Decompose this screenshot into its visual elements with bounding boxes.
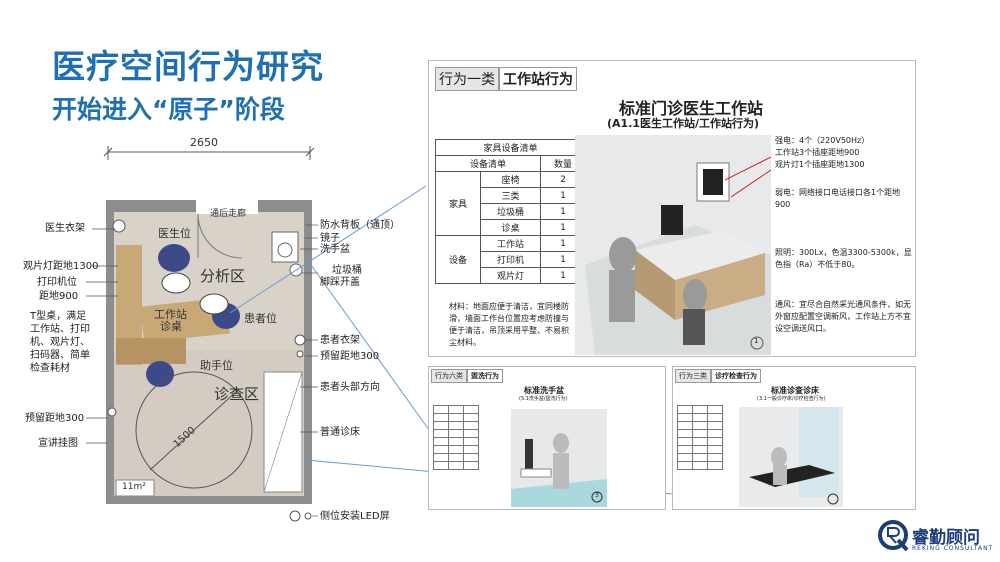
panel-subtitle: (A1.1医生工作站/工作站行为) xyxy=(607,117,760,130)
page-number: 1 xyxy=(754,337,759,345)
network-note: 弱电：网络接口电话接口各1个距地900 xyxy=(775,188,901,209)
table-cell: 座椅 xyxy=(480,171,541,188)
power-note-3: 观片灯1个插座距地1300 xyxy=(775,160,865,169)
reserve300-left-label: 预留距地300 xyxy=(25,413,85,424)
coat-rack-label: 医生衣架 xyxy=(45,223,85,234)
patient-coat-label: 患者衣架 xyxy=(320,335,360,346)
pedal-label: 脚踩开盖 xyxy=(320,277,360,288)
lighting-note: 照明：300Lx，色温3300-5300k，显色指（Ra）不低于80。 xyxy=(775,248,912,269)
workstation-render: 1 xyxy=(575,135,772,355)
panel2-title: 标准洗手盆 xyxy=(524,386,564,395)
sink-label: 洗手盆 xyxy=(320,244,350,255)
table-cell: 观片灯 xyxy=(480,267,541,284)
patient-position-label: 患者位 xyxy=(244,312,277,325)
bed-label: 普通诊床 xyxy=(320,427,360,438)
panel2-page-number: 3 xyxy=(595,492,599,499)
splash-label: 防水背板（通顶） xyxy=(320,220,400,231)
logo-subtext: REKING CONSULTANT xyxy=(912,545,994,552)
sink-panel: 行为六类盥洗行为 标准洗手盆 (5.1洗手盆/盥洗行为) 3 xyxy=(428,366,666,510)
led-label: 侧位安装LED屏 xyxy=(320,511,390,522)
board-label: 宣讲挂图 xyxy=(38,438,78,449)
panel3-name-tag: 诊疗检查行为 xyxy=(711,369,761,383)
table-header: 家具设备清单 xyxy=(435,139,586,156)
dimension-label: 2650 xyxy=(190,136,218,149)
panel2-category-tag: 行为六类 xyxy=(431,369,467,383)
table-group: 设备 xyxy=(435,235,481,284)
printer-label: 打印机位 xyxy=(37,277,77,288)
bin-label: 垃圾桶 xyxy=(332,265,362,276)
height900-label: 距地900 xyxy=(39,291,79,302)
material-note: 材料：地面应便于清洁，宜同楼防滑，墙面工作台位置应考虑防撞与便于清洁，吊顶采用平… xyxy=(449,302,569,347)
logo-mark-icon xyxy=(878,520,909,552)
panel2-name-tag: 盥洗行为 xyxy=(467,369,503,383)
workstation-panel: 行为一类工作站行为 标准门诊医生工作站 (A1.1医生工作站/工作站行为) 家具… xyxy=(428,60,916,357)
t-desk-label: T型桌，满足 工作站、打印 机、观片灯、 扫码器、简单 检查耗材 xyxy=(30,311,90,374)
mirror-label: 镜子 xyxy=(320,233,340,244)
table-group: 家具 xyxy=(435,171,481,236)
power-note: 强电：4个（220V50Hz） xyxy=(775,136,870,145)
workstation-illustration xyxy=(585,156,772,355)
table-cell: 工作站 xyxy=(480,235,541,252)
ventilation-note: 通风：宜尽合自然采光通风条件，如无外窗应配置空调新风，工作站上方不宜设空调送风口… xyxy=(775,300,911,333)
table-cell: 诊桌 xyxy=(480,219,541,236)
panel3-subtitle: (3.1一般诊疗床/诊疗检查行为) xyxy=(757,396,826,402)
doctor-position-label: 医生位 xyxy=(158,227,191,240)
table-cell: 三类 xyxy=(480,187,541,204)
panel3-table xyxy=(677,405,723,470)
panel2-render: 3 xyxy=(511,409,607,507)
exam-bed-illustration xyxy=(749,407,839,505)
assistant-position-label: 助手位 xyxy=(200,359,233,372)
panel3-render xyxy=(739,407,843,507)
page-title: 医疗空间行为研究 xyxy=(52,47,324,86)
exam-bed-panel: 行为三类诊疗检查行为 标准诊查诊床 (3.1一般诊疗床/诊疗检查行为) xyxy=(672,366,916,510)
head-direction-label: 患者头部方向 xyxy=(320,382,380,393)
table-cell: 打印机 xyxy=(480,251,541,268)
workstation-label: 工作站 xyxy=(154,308,187,321)
panel2-subtitle: (5.1洗手盆/盥洗行为) xyxy=(519,396,568,402)
panel-name-tag: 工作站行为 xyxy=(499,67,577,91)
viewer-label: 观片灯距地1300 xyxy=(23,261,99,272)
desk-label: 诊桌 xyxy=(160,320,182,333)
column-header: 设备清单 xyxy=(435,155,541,172)
panel-category-tag: 行为一类 xyxy=(435,67,499,91)
exam-zone-label: 诊查区 xyxy=(214,385,260,403)
panel3-title: 标准诊查诊床 xyxy=(771,386,819,395)
panel-title: 标准门诊医生工作站 xyxy=(619,99,764,118)
area-label: 11m² xyxy=(122,482,146,492)
panel3-category-tag: 行为三类 xyxy=(675,369,711,383)
panel2-table xyxy=(433,405,479,470)
sink-illustration xyxy=(511,433,607,507)
logo-text: 睿勤顾问 xyxy=(912,528,980,548)
analysis-zone-label: 分析区 xyxy=(200,267,246,285)
reserve300-right-label: 预留距地300 xyxy=(320,351,380,362)
page-subtitle: 开始进入“原子”阶段 xyxy=(52,95,285,124)
power-note-2: 工作站3个插座距地900 xyxy=(775,148,860,157)
table-cell: 垃圾桶 xyxy=(480,203,541,220)
corridor-label: 通后走廊 xyxy=(210,209,247,219)
